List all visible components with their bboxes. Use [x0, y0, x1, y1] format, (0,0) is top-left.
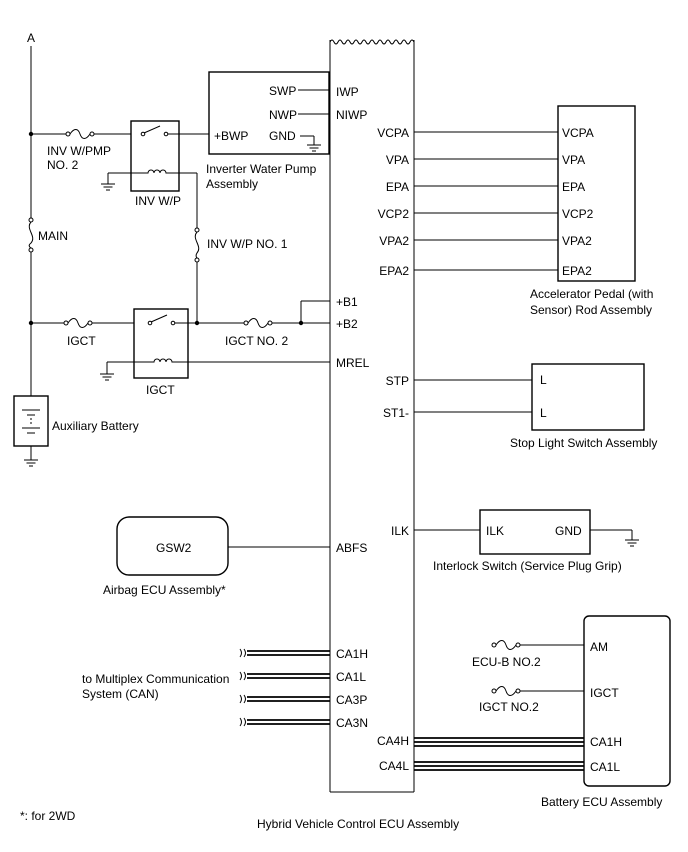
bat-ecu-pin-ca1h: CA1H [590, 735, 622, 749]
accel-pin-vcp2: VCP2 [562, 207, 594, 221]
can-bus-ca1l [239, 671, 330, 681]
accelerator-pedal: VCPA VPA EPA VCP2 VPA2 EPA2 Accelerator … [414, 105, 653, 317]
footnote: *: for 2WD [20, 809, 76, 823]
pump-pin-swp: SWP [269, 84, 296, 98]
ecu-pin-vpa2: VPA2 [379, 234, 409, 248]
airbag-ecu: GSW2 Airbag ECU Assembly* [103, 516, 330, 597]
fuse-ecub-no2: ECU-B NO.2 [472, 640, 584, 669]
battery-ecu: AM IGCT CA1H CA1L Battery ECU Assembly [541, 615, 671, 809]
ecu-pin-b2: +B2 [336, 317, 358, 331]
accel-pin-vpa2: VPA2 [562, 234, 592, 248]
stop-light-switch: L L Stop Light Switch Assembly [414, 363, 657, 450]
accel-label-1: Accelerator Pedal (with [530, 287, 653, 301]
ecu-pin-ca1l: CA1L [336, 670, 366, 684]
ecu-pin-abfs: ABFS [336, 541, 367, 555]
accel-pin-vpa: VPA [562, 153, 585, 167]
ecu-pin-stp: STP [386, 374, 409, 388]
pump-pin-gnd: GND [269, 129, 296, 143]
fuse-igct-label: IGCT [67, 334, 96, 348]
ecu-pin-ca1h: CA1H [336, 647, 368, 661]
hv-ecu: IWP NIWP +B1 +B2 MREL ABFS CA1H CA1L CA3… [257, 39, 459, 831]
ground-pump-icon [307, 144, 321, 152]
ecu-pin-epa: EPA [386, 180, 409, 194]
ecu-pin-vcp2: VCP2 [378, 207, 410, 221]
interlock-switch: ILK GND Interlock Switch (Service Plug G… [414, 509, 633, 573]
fuse-ecub-no2-label: ECU-B NO.2 [472, 655, 541, 669]
ecu-label: Hybrid Vehicle Control ECU Assembly [257, 817, 459, 831]
fuse-main: MAIN [27, 217, 68, 253]
ecu-pin-iwp: IWP [336, 85, 359, 99]
interlock-pin-gnd: GND [555, 524, 582, 538]
battery-label: Auxiliary Battery [52, 419, 139, 433]
can-bus-ca4l [414, 761, 584, 771]
relay-igct: IGCT [106, 308, 330, 397]
pump-pin-bwp: +BWP [214, 129, 248, 143]
ecu-pin-b1: +B1 [336, 295, 358, 309]
airbag-label: Airbag ECU Assembly* [103, 583, 226, 597]
relay-igct-label: IGCT [146, 383, 175, 397]
fuse-igct-no2b-label: IGCT NO.2 [479, 700, 539, 714]
ecu-pin-ca4h: CA4H [377, 734, 409, 748]
can-bus-ca3n [239, 717, 330, 727]
fuse-inv-wpmp-label-2: NO. 2 [47, 158, 79, 172]
interlock-pin-ilk: ILK [486, 524, 504, 538]
inverter-water-pump: SWP NWP +BWP GND Inverter Water Pump Ass… [206, 71, 330, 191]
stop-pin-l1: L [540, 373, 547, 387]
ground-interlock-icon [625, 539, 639, 547]
ecu-pin-vpa: VPA [386, 153, 409, 167]
bat-ecu-pin-igct: IGCT [590, 686, 619, 700]
node-a-label: A [27, 31, 35, 45]
ecu-pin-st1: ST1- [383, 406, 409, 420]
ecu-pin-niwp: NIWP [336, 108, 367, 122]
relay-inv-wp-label: INV W/P [135, 194, 181, 208]
ecu-pin-vcpa: VCPA [377, 126, 409, 140]
ground-inv-wp-icon [101, 183, 115, 191]
pump-label-2: Assembly [206, 177, 258, 191]
fuse-inv-wpmp-label-1: INV W/PMP [47, 144, 111, 158]
accel-pin-vcpa: VCPA [562, 126, 594, 140]
can-multiplex: to Multiplex Communication System (CAN) [82, 648, 330, 727]
ecu-pin-ca3n: CA3N [336, 716, 368, 730]
accel-label-2: Sensor) Rod Assembly [530, 303, 652, 317]
ecu-pin-ilk: ILK [391, 524, 409, 538]
bat-ecu-label: Battery ECU Assembly [541, 795, 662, 809]
can-label-2: System (CAN) [82, 687, 159, 701]
fuse-main-label: MAIN [38, 229, 68, 243]
interlock-label: Interlock Switch (Service Plug Grip) [433, 559, 622, 573]
can-label-1: to Multiplex Communication [82, 672, 229, 686]
relay-inv-wp: INV W/P [107, 120, 210, 228]
ground-battery-icon [24, 459, 38, 467]
airbag-pin-gsw2: GSW2 [156, 541, 192, 555]
stop-label: Stop Light Switch Assembly [510, 436, 657, 450]
can-bus-ca3p [239, 694, 330, 704]
accel-pin-epa: EPA [562, 180, 585, 194]
ecu-pin-mrel: MREL [336, 356, 370, 370]
ground-igct-icon [100, 373, 114, 381]
can-bus-ca1h [239, 648, 330, 658]
ecu-pin-ca4l: CA4L [379, 759, 409, 773]
ecu-pin-ca3p: CA3P [336, 693, 367, 707]
fuse-inv-wp-no1: INV W/P NO. 1 [194, 227, 288, 323]
can-bus-ca4h [414, 737, 584, 747]
fuse-inv-wpmp: INV W/PMP NO. 2 [31, 129, 142, 172]
stop-pin-l2: L [540, 406, 547, 420]
fuse-igct-no2-label: IGCT NO. 2 [225, 334, 288, 348]
pump-pin-nwp: NWP [269, 108, 297, 122]
fuse-igct-no2: IGCT NO. 2 [225, 300, 330, 348]
fuse-igct-no2b: IGCT NO.2 [479, 686, 584, 714]
pump-label-1: Inverter Water Pump [206, 162, 317, 176]
auxiliary-battery: Auxiliary Battery [13, 395, 139, 447]
bat-ecu-pin-am: AM [590, 640, 608, 654]
fuse-igct: IGCT [31, 318, 150, 348]
bat-ecu-pin-ca1l: CA1L [590, 760, 620, 774]
accel-pin-epa2: EPA2 [562, 264, 592, 278]
ecu-pin-epa2: EPA2 [379, 264, 409, 278]
fuse-inv-wp-no1-label: INV W/P NO. 1 [207, 237, 288, 251]
